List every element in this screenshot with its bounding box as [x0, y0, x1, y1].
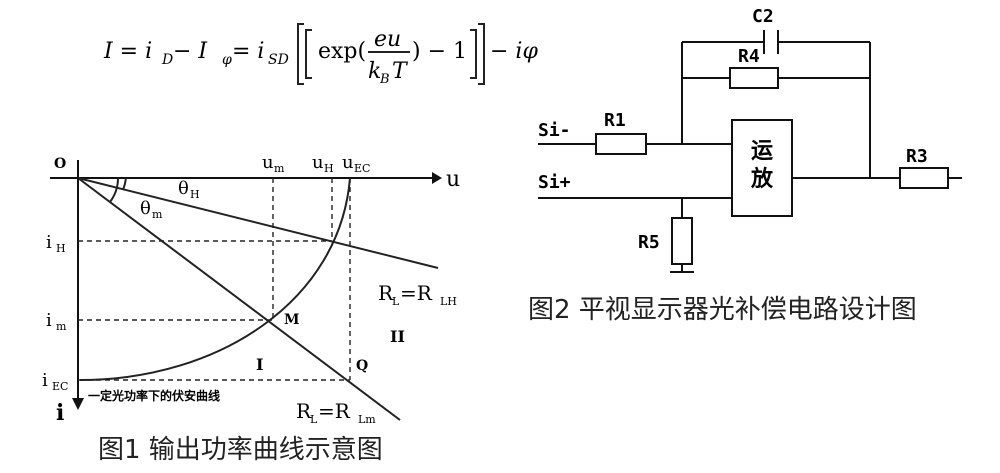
formula-den-t: T	[392, 59, 409, 84]
um-label: u	[262, 152, 274, 173]
uec-sub: EC	[354, 162, 370, 175]
opamp-box	[731, 119, 793, 217]
figure2-circuit: C2 R4 R1 Si- Si+ R5 运 放 R3 图2 平视显示器光补偿电路…	[528, 6, 962, 325]
theta-m-arc	[109, 177, 119, 203]
figure1-output-power: O u i u m u H u EC i H i m i EC θ H θ m …	[42, 152, 460, 465]
ih-sub: H	[56, 242, 66, 255]
formula-eq2: = i	[232, 39, 264, 64]
formula-sd-sub: SD	[268, 52, 289, 68]
point-m-label: M	[284, 312, 300, 328]
rlh-eq-sub: LH	[440, 295, 457, 308]
load-line-rlh	[77, 177, 439, 269]
theta-h-arc	[122, 177, 127, 191]
r1-label: R1	[604, 110, 626, 131]
im-sub: m	[56, 320, 67, 333]
theta-m-label: θ	[140, 198, 151, 219]
r5-label: R5	[638, 232, 660, 253]
formula-numerator: eu	[374, 27, 401, 52]
formula-exp-open: exp(	[318, 39, 366, 64]
rlm-sub: L	[310, 413, 318, 426]
rlm-label: R	[296, 399, 312, 423]
formula-exp-close: ) − 1	[412, 39, 467, 64]
uh-sub: H	[324, 162, 334, 175]
rlm-eq-sub: Lm	[358, 413, 376, 426]
formula-tail: − iφ	[490, 39, 538, 64]
u-axis-label: u	[446, 167, 460, 192]
origin-label: O	[54, 156, 66, 172]
load-line-rlm	[77, 177, 401, 421]
region-1-label: I	[256, 355, 263, 374]
theta-m-sub: m	[152, 208, 163, 221]
outer-bracket-right	[478, 23, 485, 85]
im-label: i	[46, 310, 52, 331]
figure1-caption: 图1 输出功率曲线示意图	[98, 435, 383, 465]
resistor-r4	[729, 67, 779, 89]
formula-den-b: B	[379, 72, 390, 87]
figure2-caption: 图2 平视显示器光补偿电路设计图	[528, 295, 917, 325]
opamp-label-line2: 放	[750, 166, 774, 192]
u-axis-arrow	[432, 172, 442, 184]
photodiode-formula: I = i D − I φ = i SD exp( eu k B T ) − 1…	[103, 23, 538, 87]
uec-label: u	[342, 152, 354, 173]
rlh-label: R	[378, 281, 394, 305]
region-2-label: II	[390, 327, 405, 346]
formula-den-k: k	[368, 59, 381, 84]
resistor-r5	[671, 217, 693, 265]
c2-label: C2	[752, 6, 774, 27]
formula-minus-i: − I	[173, 39, 208, 64]
resistor-r1	[595, 133, 647, 155]
inner-bracket-left	[305, 29, 312, 79]
theta-h-sub: H	[190, 188, 200, 201]
si-plus-label: Si+	[538, 172, 571, 193]
rlh-sub: L	[392, 295, 400, 308]
iv-curve-label: 一定光功率下的伏安曲线	[88, 388, 220, 403]
iv-curve	[79, 177, 351, 381]
um-sub: m	[274, 162, 285, 175]
rlh-eq: =R	[400, 281, 433, 305]
point-q-label: Q	[356, 358, 368, 374]
formula-lhs: I = i	[103, 39, 152, 64]
si-minus-label: Si-	[538, 120, 571, 141]
uh-label: u	[312, 152, 324, 173]
outer-bracket-left	[297, 23, 304, 85]
resistor-r3	[899, 167, 949, 189]
inner-bracket-right	[470, 29, 477, 79]
r4-label: R4	[738, 46, 760, 67]
theta-h-label: θ	[178, 178, 189, 199]
iec-sub: EC	[52, 380, 68, 393]
r3-label: R3	[906, 146, 928, 167]
rlm-eq: =R	[318, 399, 351, 423]
ih-label: i	[46, 232, 52, 253]
opamp-label-line1: 运	[751, 139, 773, 164]
formula-d-sub: D	[161, 52, 173, 68]
i-axis-label: i	[56, 400, 64, 426]
iec-label: i	[42, 370, 48, 391]
i-axis-arrow	[72, 398, 84, 410]
formula-phi-sub: φ	[222, 52, 232, 68]
